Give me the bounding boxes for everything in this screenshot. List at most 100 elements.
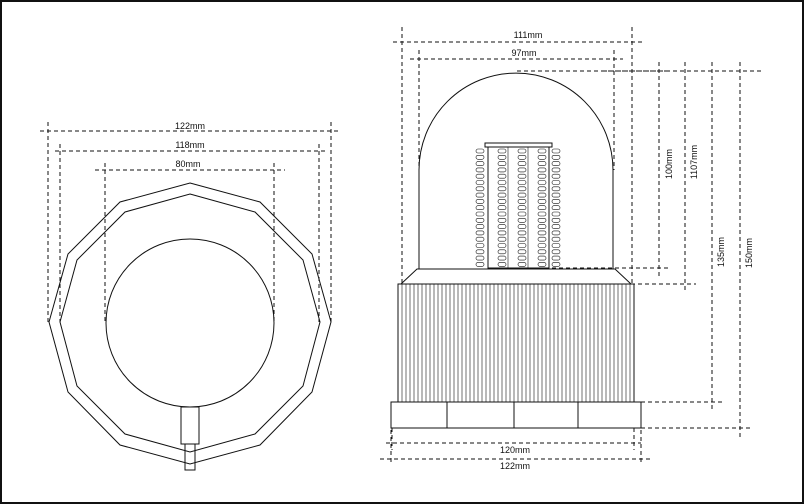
- led-segment: [517, 192, 527, 198]
- led-segment: [497, 148, 507, 154]
- led-segment: [497, 167, 507, 173]
- led-segment: [537, 230, 547, 236]
- led-segment: [497, 262, 507, 267]
- led-segment: [497, 186, 507, 192]
- led-segment: [475, 249, 485, 255]
- dim-label: 150mm: [744, 238, 754, 268]
- dim-label: 100mm: [664, 149, 674, 179]
- led-segment: [551, 148, 561, 154]
- led-segment: [497, 236, 507, 242]
- led-segment: [475, 236, 485, 242]
- led-segment: [475, 255, 485, 261]
- led-segment: [551, 243, 561, 248]
- led-segment: [497, 173, 507, 179]
- led-segment: [497, 243, 507, 248]
- led-segment: [475, 148, 485, 154]
- dim-label: 120mm: [500, 445, 530, 455]
- led-segment: [517, 161, 527, 166]
- led-segment: [551, 262, 561, 267]
- dimension-150mm: 150mm: [603, 62, 764, 440]
- dim-label: 111mm: [514, 30, 543, 40]
- led-segment: [517, 249, 527, 255]
- led-segment: [537, 243, 547, 248]
- led-segment: [537, 218, 547, 223]
- led-segment: [537, 236, 547, 242]
- led-segment: [551, 230, 561, 236]
- led-segment: [537, 173, 547, 179]
- led-segment: [517, 224, 527, 229]
- led-segment: [537, 211, 547, 217]
- side-view: 111mm 97mm 100mm 1107mm 135mm: [380, 27, 764, 471]
- led-segment: [537, 155, 547, 160]
- dim-label: 122mm: [175, 121, 205, 131]
- led-segment: [475, 173, 485, 179]
- led-segment: [537, 186, 547, 192]
- dim-label: 135mm: [716, 237, 726, 267]
- led-segment: [475, 186, 485, 192]
- led-segment: [475, 167, 485, 173]
- led-segment: [475, 155, 485, 160]
- led-segment: [475, 180, 485, 185]
- led-segment: [475, 218, 485, 223]
- dome-circle: [105, 238, 275, 408]
- led-segment: [551, 255, 561, 261]
- led-segment: [517, 186, 527, 192]
- dimension-120mm: 120mm: [386, 428, 641, 455]
- led-segment: [475, 262, 485, 267]
- led-segment: [551, 155, 561, 160]
- led-segment: [537, 199, 547, 204]
- led-segment: [475, 211, 485, 217]
- led-segment: [497, 192, 507, 198]
- led-segment: [517, 180, 527, 185]
- base-plate: [390, 401, 642, 429]
- dome-outline: [418, 72, 614, 269]
- connector-tip: [184, 443, 196, 471]
- led-segment: [475, 205, 485, 210]
- led-segment: [497, 211, 507, 217]
- dimension-111mm: 111mm: [393, 27, 643, 284]
- dimension-118mm: 118mm: [55, 140, 325, 322]
- led-segment: [475, 230, 485, 236]
- dim-label: 118mm: [175, 140, 204, 150]
- body-ribs: [401, 284, 631, 402]
- dimension-97mm: 97mm: [410, 48, 623, 170]
- led-segment: [517, 230, 527, 236]
- top-view: 122mm 118mm 80mm: [40, 121, 338, 471]
- led-segment: [517, 218, 527, 223]
- led-segment: [517, 148, 527, 154]
- led-core: [475, 142, 561, 269]
- led-segment: [551, 249, 561, 255]
- led-segment: [517, 262, 527, 267]
- led-segment: [551, 186, 561, 192]
- led-segment: [517, 243, 527, 248]
- led-segment: [497, 255, 507, 261]
- dome-base-ring: [399, 268, 633, 285]
- led-segment: [497, 155, 507, 160]
- dim-label: 122mm: [500, 461, 530, 471]
- led-segment: [551, 173, 561, 179]
- dim-label: 97mm: [511, 48, 536, 58]
- led-segment: [537, 192, 547, 198]
- led-segment: [475, 224, 485, 229]
- led-segment: [475, 192, 485, 198]
- led-segment: [517, 167, 527, 173]
- led-segment: [551, 161, 561, 166]
- led-segment: [497, 230, 507, 236]
- led-segment: [517, 211, 527, 217]
- led-segment: [475, 199, 485, 204]
- led-segment: [537, 262, 547, 267]
- led-segment: [551, 224, 561, 229]
- led-segment: [537, 205, 547, 210]
- led-segment: [497, 249, 507, 255]
- ribbed-body: [397, 283, 635, 403]
- led-segment: [497, 205, 507, 210]
- led-segment: [475, 243, 485, 248]
- led-segment: [517, 155, 527, 160]
- led-segment: [517, 255, 527, 261]
- led-segment: [551, 205, 561, 210]
- led-segment: [551, 167, 561, 173]
- led-segment: [517, 173, 527, 179]
- connector-stem: [180, 406, 200, 445]
- dimension-100mm: 100mm: [517, 62, 674, 277]
